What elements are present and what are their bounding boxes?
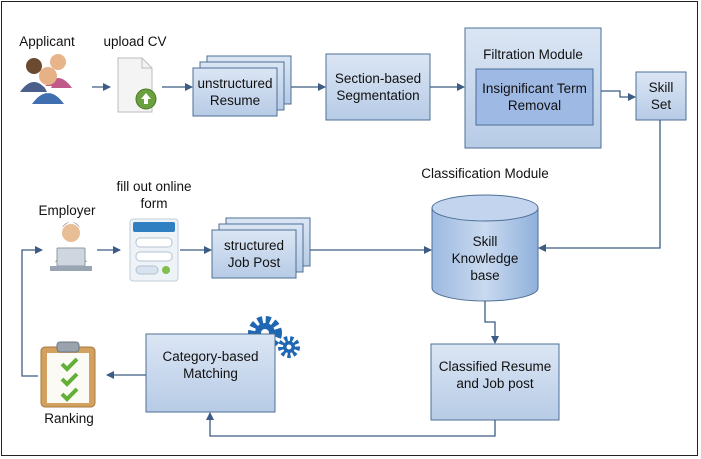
classified-resume-text: Classified Resume and Job post	[438, 359, 552, 391]
skill-knowledge-base-cylinder	[431, 194, 539, 302]
arrow-filtration-to-skillset	[601, 90, 636, 101]
category-matching-box	[145, 333, 276, 413]
arrow-skillset-to-knowledgebase	[538, 120, 661, 252]
segmentation-text: Section-based Segmentation	[334, 71, 422, 103]
employer-label: Employer	[38, 203, 96, 218]
arrow-ranking-to-employer	[21, 246, 43, 377]
unstructured-resume-text: unstructured Resume	[197, 76, 273, 108]
arrow-knowledgebase-to-classified	[484, 301, 499, 344]
skill-set-text: Skill Set	[648, 80, 674, 112]
skill-knowledge-base-text: Skill Knowledge base	[451, 233, 519, 283]
classification-module-label: Classification Module	[421, 166, 549, 181]
applicants-icon	[20, 54, 72, 104]
segmentation-box	[325, 53, 431, 121]
classified-resume-box	[430, 343, 560, 421]
term-removal-box	[475, 68, 594, 126]
unstructured-resume-stack	[192, 55, 292, 117]
connectors	[21, 83, 661, 437]
online-form-icon	[129, 218, 179, 282]
fill-out-form-label: fill out online form	[116, 179, 192, 211]
ranking-label: Ranking	[44, 411, 94, 426]
structured-job-post-text: structured Job Post	[223, 238, 285, 270]
cv-document-icon	[117, 57, 157, 113]
employer-icon	[50, 222, 92, 271]
structured-job-post-stack	[211, 217, 311, 279]
upload-cv-label: upload CV	[103, 34, 167, 49]
ranking-clipboard-icon	[40, 341, 96, 408]
skill-set-box	[635, 71, 687, 121]
category-matching-text: Category-based Matching	[162, 349, 259, 381]
filtration-module-title: Filtration Module	[483, 47, 583, 62]
term-removal-text: Insignificant Term Removal	[482, 81, 587, 113]
applicant-label: Applicant	[19, 34, 75, 49]
arrow-classified-to-matching	[206, 412, 496, 437]
